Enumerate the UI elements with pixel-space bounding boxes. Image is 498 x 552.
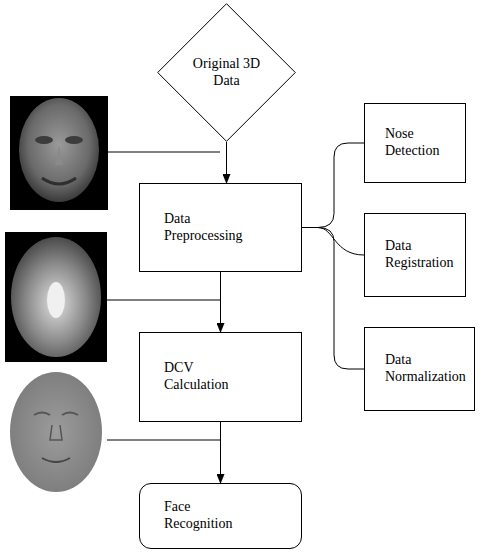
node-label: Data Normalization (385, 352, 466, 386)
substep-box: Nose Detection (364, 103, 466, 183)
substep-box: Data Registration (364, 213, 466, 297)
flow-arrow (226, 142, 227, 183)
raw-face-image (10, 96, 108, 210)
start-diamond: Original 3D Data (157, 3, 296, 142)
node-label: Face Recognition (164, 499, 232, 533)
node-label: Data Registration (385, 238, 453, 272)
leader-line (107, 440, 220, 441)
brace-connector (302, 228, 364, 370)
substep-box: Data Normalization (364, 327, 475, 411)
leader-line (108, 152, 220, 153)
flow-arrow (220, 272, 221, 332)
flow-arrow (220, 422, 221, 483)
leader-line (107, 300, 220, 301)
terminal-box: Face Recognition (139, 483, 302, 549)
process-box: Data Preprocessing (139, 183, 302, 272)
depth-face-image (5, 232, 107, 362)
process-box: DCV Calculation (139, 332, 302, 422)
diamond-shape (158, 4, 296, 142)
brace-connector (302, 143, 364, 228)
node-label: Data Preprocessing (164, 211, 243, 245)
brace-connector (302, 228, 364, 256)
node-label: Original 3D Data (186, 56, 268, 90)
node-label: DCV Calculation (164, 360, 229, 394)
dcv-face-image (5, 370, 107, 495)
node-label: Nose Detection (385, 126, 439, 160)
